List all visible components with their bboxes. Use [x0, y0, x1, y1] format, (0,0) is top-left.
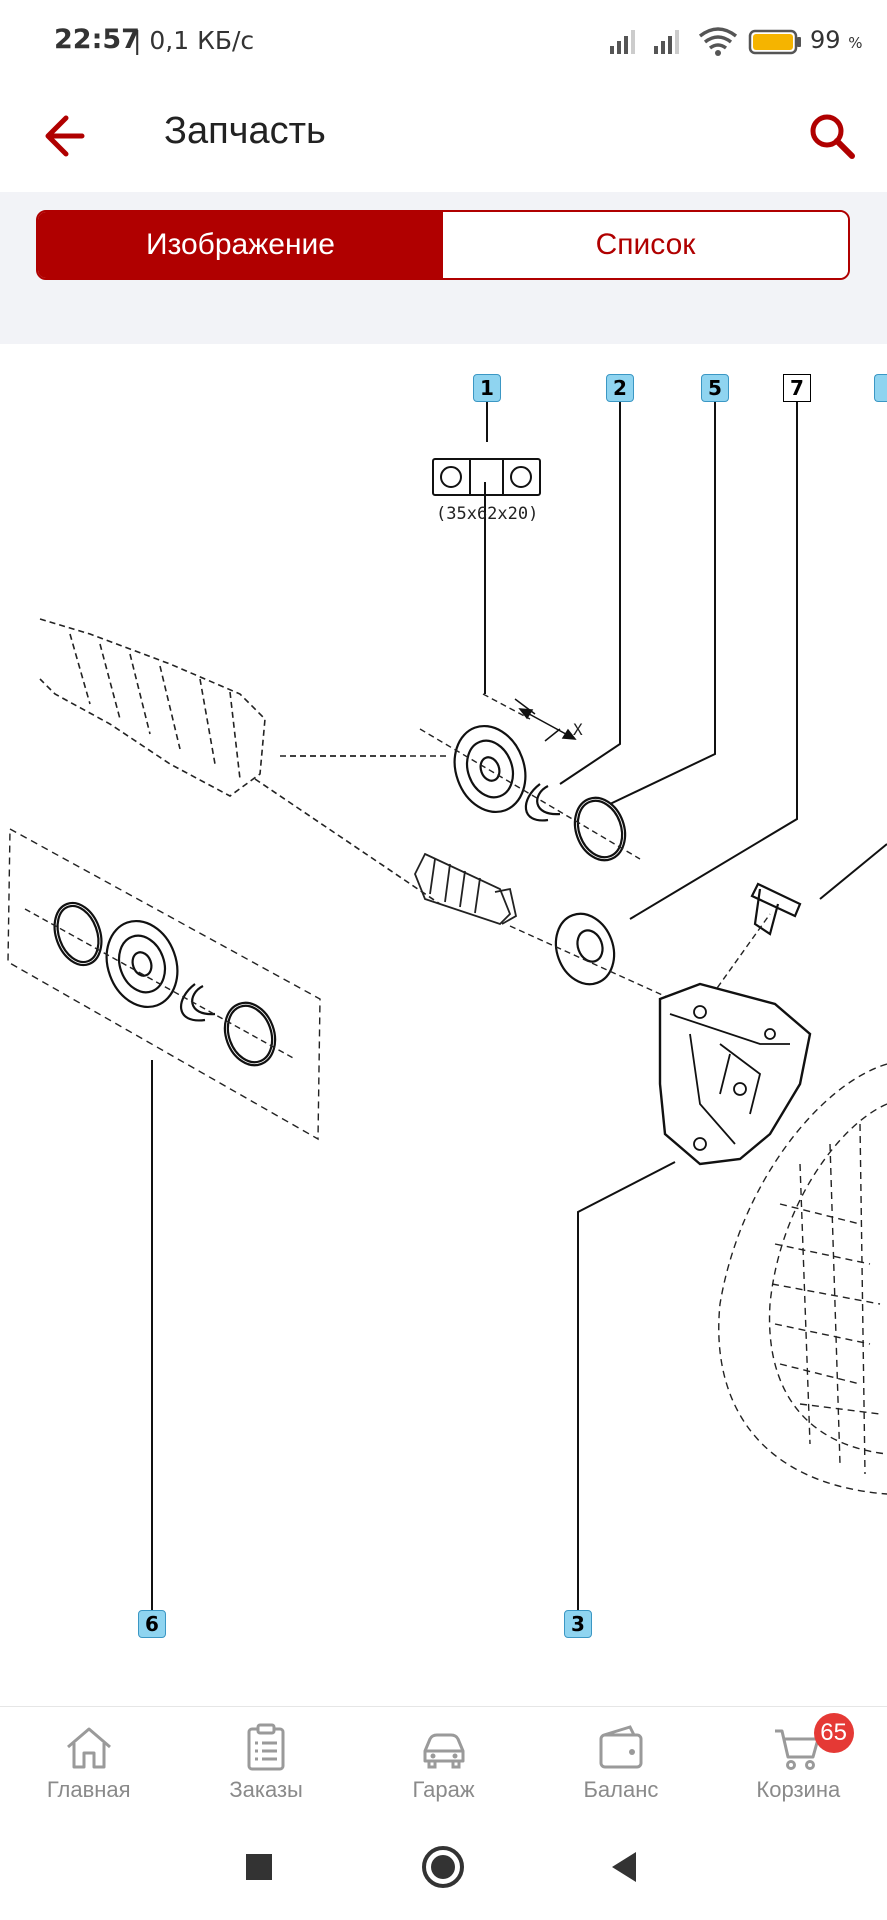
home-icon	[66, 1727, 111, 1769]
nav-garage-label: Гараж	[412, 1777, 475, 1802]
callout-1[interactable]: 1	[473, 374, 501, 402]
view-switcher: Изображение Список	[36, 210, 850, 280]
signal-wifi-battery-icons	[610, 27, 801, 56]
nav-balance-label: Баланс	[583, 1777, 659, 1802]
callout-3[interactable]: 3	[564, 1610, 592, 1638]
status-network-speed: | 0,1 КБ/с	[133, 26, 255, 55]
callout-offscreen[interactable]	[874, 374, 887, 402]
cart-badge: 65	[813, 1713, 854, 1753]
nav-cart[interactable]: Корзина 65	[710, 1707, 887, 1815]
system-nav-bar	[0, 1814, 887, 1920]
exploded-view-drawing	[7, 402, 887, 1614]
nav-balance[interactable]: Баланс	[532, 1707, 709, 1815]
recent-apps-icon[interactable]	[234, 1842, 284, 1892]
app-bar: Запчасть	[0, 84, 887, 192]
search-icon[interactable]	[800, 104, 864, 168]
callout-6[interactable]: 6	[138, 1610, 166, 1638]
car-icon	[423, 1733, 465, 1769]
nav-garage[interactable]: Гараж	[355, 1707, 532, 1815]
home-button-icon[interactable]	[418, 1842, 468, 1892]
bottom-nav: Главная Заказы Гараж Баланс К	[0, 1706, 887, 1815]
callout-2[interactable]: 2	[606, 374, 634, 402]
nav-home-label: Главная	[46, 1777, 131, 1802]
orders-icon	[247, 1723, 285, 1771]
nav-orders[interactable]: Заказы	[177, 1707, 354, 1815]
view-switcher-area: Изображение Список	[0, 192, 887, 344]
page-title: Запчасть	[164, 110, 326, 152]
callout-7[interactable]: 7	[783, 374, 811, 402]
nav-orders-label: Заказы	[229, 1777, 303, 1802]
parts-diagram[interactable]: 1 2 5 7 6 3 (35x62x20) X	[0, 344, 887, 1674]
wallet-icon	[599, 1725, 643, 1769]
callout-5[interactable]: 5	[701, 374, 729, 402]
status-time: 22:57	[54, 24, 140, 55]
nav-cart-label: Корзина	[756, 1777, 841, 1802]
back-arrow-icon[interactable]	[38, 106, 98, 166]
back-button-icon[interactable]	[600, 1842, 650, 1892]
status-bar: 22:57 | 0,1 КБ/с 99 %	[0, 0, 887, 84]
tab-image[interactable]: Изображение	[38, 212, 443, 278]
nav-home[interactable]: Главная	[0, 1707, 177, 1815]
dimension-label: (35x62x20)	[436, 504, 539, 524]
tab-list[interactable]: Список	[443, 212, 848, 278]
cart-icon	[775, 1729, 820, 1770]
axis-label: X	[573, 720, 583, 739]
battery-percent: 99 %	[810, 26, 863, 54]
